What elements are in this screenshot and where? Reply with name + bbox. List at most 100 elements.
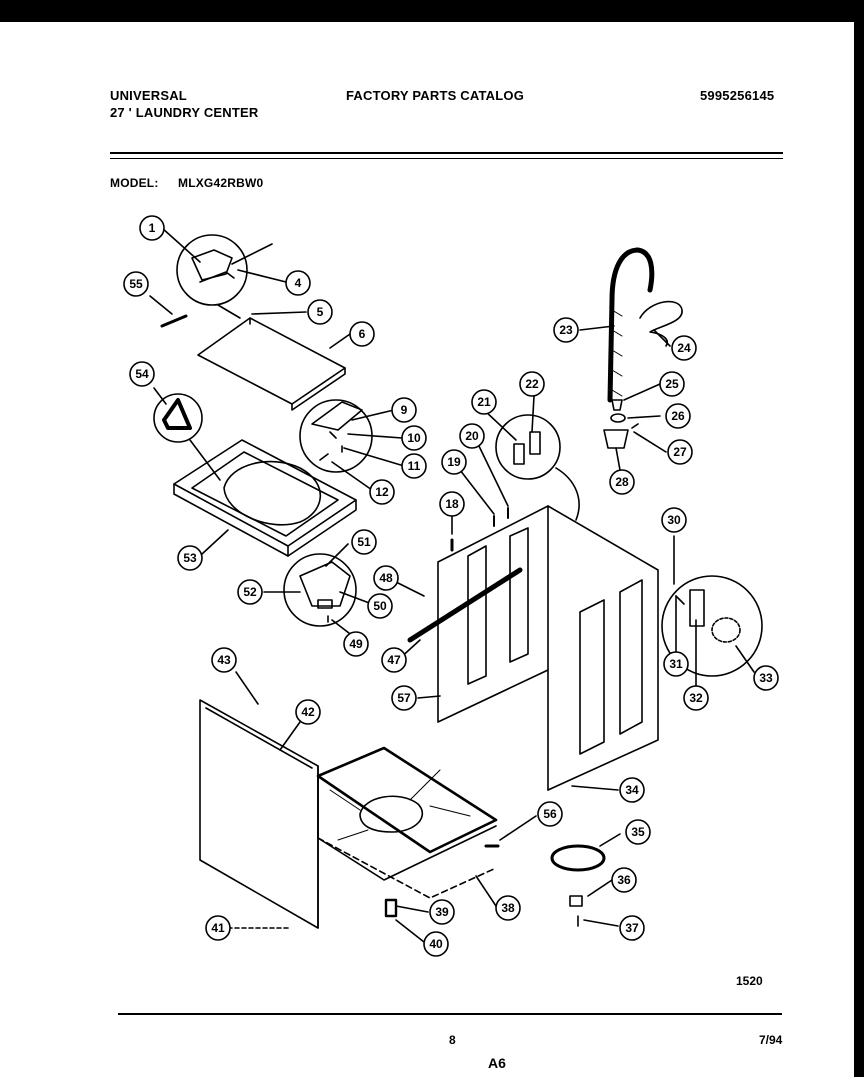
callout-balloon (671, 335, 697, 361)
callout-balloon (663, 651, 689, 677)
callout-number: 43 (217, 653, 231, 667)
callout-37: 37 (619, 915, 645, 941)
detail-circle-bracket (153, 393, 203, 443)
catalog-number: 5995256145 (700, 88, 775, 103)
callout-number: 30 (667, 513, 681, 527)
callout-19: 19 (441, 449, 467, 475)
callout-1: 1 (139, 215, 165, 241)
callout-53: 53 (177, 545, 203, 571)
detail-circle-lid-lock (283, 553, 357, 627)
catalog-title: FACTORY PARTS CATALOG (346, 88, 525, 103)
callout-balloon (177, 545, 203, 571)
callout-number: 54 (135, 367, 149, 381)
callout-balloon (391, 685, 417, 711)
callout-33: 33 (753, 665, 779, 691)
callout-number: 57 (397, 691, 411, 705)
callout-balloon (237, 579, 263, 605)
footer-rule (118, 1013, 782, 1015)
callout-39: 39 (429, 899, 455, 925)
callout-balloon (211, 647, 237, 673)
model-label: MODEL: (110, 176, 159, 190)
callout-balloon (619, 915, 645, 941)
callout-balloon (659, 371, 685, 397)
callout-11: 11 (401, 453, 427, 479)
callout-25: 25 (659, 371, 685, 397)
callout-balloon (439, 491, 465, 517)
callout-5: 5 (307, 299, 333, 325)
callout-number: 23 (559, 323, 573, 337)
header-rule-thick (110, 152, 783, 154)
callout-number: 20 (465, 429, 479, 443)
model-number: MLXG42RBW0 (178, 176, 264, 190)
callout-number: 38 (501, 901, 515, 915)
callout-balloon (667, 439, 693, 465)
callout-30: 30 (661, 507, 687, 533)
callout-number: 34 (625, 783, 639, 797)
callout-balloon (753, 665, 779, 691)
callout-number: 18 (445, 497, 459, 511)
callout-number: 51 (357, 535, 371, 549)
callout-51: 51 (351, 529, 377, 555)
callout-number: 6 (359, 327, 366, 341)
callout-number: 22 (525, 377, 539, 391)
callout-number: 47 (387, 653, 401, 667)
callout-number: 21 (477, 395, 491, 409)
callout-number: 36 (617, 873, 631, 887)
callout-balloon (471, 389, 497, 415)
callout-balloon (349, 321, 375, 347)
callout-38: 38 (495, 895, 521, 921)
callout-4: 4 (285, 270, 311, 296)
callout-28: 28 (609, 469, 635, 495)
callout-number: 31 (669, 657, 683, 671)
callout-balloon (661, 507, 687, 533)
callout-balloon (665, 403, 691, 429)
scan-border-top (0, 0, 864, 22)
callout-balloon (683, 685, 709, 711)
callout-31: 31 (663, 651, 689, 677)
callout-number: 24 (677, 341, 691, 355)
callout-6: 6 (349, 321, 375, 347)
callout-number: 9 (401, 403, 408, 417)
detail-circle-hose-fittings (495, 414, 561, 480)
callout-22: 22 (519, 371, 545, 397)
callout-balloon (307, 299, 333, 325)
revision-date: 7/94 (759, 1033, 783, 1047)
callout-balloon (519, 371, 545, 397)
callout-balloon (537, 801, 563, 827)
callout-number: 10 (407, 431, 421, 445)
callout-number: 28 (615, 475, 629, 489)
callout-52: 52 (237, 579, 263, 605)
callout-number: 56 (543, 807, 557, 821)
diagram-code: 1520 (736, 974, 763, 988)
callout-21: 21 (471, 389, 497, 415)
callout-number: 12 (375, 485, 389, 499)
callout-12: 12 (369, 479, 395, 505)
detail-circle-hinge (176, 234, 248, 306)
callout-43: 43 (211, 647, 237, 673)
callout-48: 48 (373, 565, 399, 591)
callout-balloon (495, 895, 521, 921)
callout-9: 9 (391, 397, 417, 423)
callout-balloon (441, 449, 467, 475)
callout-number: 32 (689, 691, 703, 705)
callout-balloon (423, 931, 449, 957)
brand-name: UNIVERSAL (110, 88, 187, 103)
callout-number: 52 (243, 585, 257, 599)
callout-number: 50 (373, 599, 387, 613)
header-rule-thin (110, 158, 783, 159)
callout-balloon (369, 479, 395, 505)
callout-number: 4 (295, 276, 302, 290)
callout-balloon (373, 565, 399, 591)
callout-balloon (619, 777, 645, 803)
callout-balloon (391, 397, 417, 423)
callout-number: 53 (183, 551, 197, 565)
callout-number: 39 (435, 905, 449, 919)
callout-balloon (367, 593, 393, 619)
callout-balloon (553, 317, 579, 343)
callout-balloon (381, 647, 407, 673)
callout-balloon (609, 469, 635, 495)
callout-number: 19 (447, 455, 461, 469)
callout-40: 40 (423, 931, 449, 957)
callout-balloon (343, 631, 369, 657)
